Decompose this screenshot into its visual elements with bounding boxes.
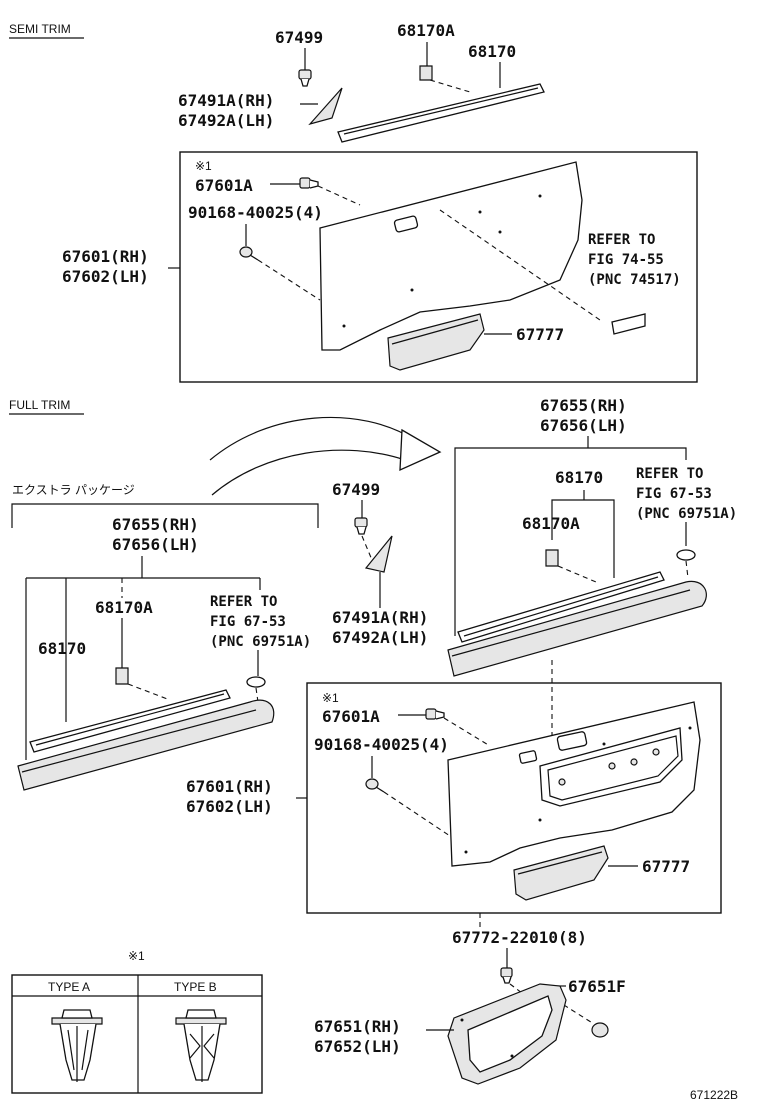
corner-piece-full — [364, 535, 393, 608]
label-67651F: 67651F — [568, 977, 626, 996]
extra-package-bracket — [11, 503, 319, 528]
moulding-68170-extra — [29, 618, 231, 753]
moulding-68170-full — [457, 549, 665, 643]
clip-type-a-icon — [51, 1009, 103, 1082]
label-67492A-top: 67492A(LH) — [178, 111, 274, 130]
label-67655-full: 67655(RH) — [540, 396, 627, 415]
door-trim-panel-full — [447, 701, 701, 867]
extra-package-label: エクストラ パッケージ — [12, 483, 135, 497]
clip-68170A-top — [419, 42, 471, 93]
label-67602-semi: 67602(LH) — [62, 267, 149, 286]
type-a-label: TYPE A — [48, 980, 90, 994]
refer-74-55-line2: FIG 74-55 — [588, 252, 664, 268]
label-90168-semi: 90168-40025(4) — [188, 203, 323, 222]
clip-67601A-full — [398, 708, 491, 747]
label-67491A-full: 67491A(RH) — [332, 608, 428, 627]
belt-moulding-67655-extra — [17, 676, 275, 791]
label-67651: 67651(RH) — [314, 1017, 401, 1036]
pocket-67777-full — [513, 845, 638, 901]
label-67656-extra: 67656(LH) — [112, 535, 199, 554]
label-67777-full: 67777 — [642, 857, 690, 876]
refer-67-53-extra-line3: (PNC 69751A) — [210, 634, 311, 650]
figure-number: 671222B — [690, 1088, 738, 1102]
label-67491A-top: 67491A(RH) — [178, 91, 274, 110]
label-67499-full: 67499 — [332, 480, 380, 499]
label-67492A-full: 67492A(LH) — [332, 628, 428, 647]
label-68170A-full: 68170A — [522, 514, 580, 533]
semi-trim-box — [179, 151, 698, 383]
refer-67-53-extra-line1: REFER TO — [210, 594, 277, 610]
lower-trim-67651 — [426, 983, 567, 1085]
leader-67655-full — [454, 436, 687, 636]
label-67601-full: 67601(RH) — [186, 777, 273, 796]
semi-trim-label: SEMI TRIM — [9, 22, 71, 36]
label-67655-extra: 67655(RH) — [112, 515, 199, 534]
screw-90168-semi — [239, 224, 321, 301]
clip-67651F — [555, 985, 609, 1038]
type-table — [11, 974, 263, 1094]
refer-67-53-full-line1: REFER TO — [636, 466, 703, 482]
note-mark-semi: ※1 — [195, 159, 212, 173]
label-68170-extra: 68170 — [38, 639, 86, 658]
screw-90168-full — [365, 756, 451, 837]
arrow-to-full-trim-moulding — [209, 416, 442, 496]
leader-68170-full — [551, 490, 615, 578]
note-mark-full: ※1 — [322, 691, 339, 705]
label-67499-top: 67499 — [275, 28, 323, 47]
label-68170-top: 68170 — [468, 42, 516, 61]
label-67652: 67652(LH) — [314, 1037, 401, 1056]
door-trim-panel-semi — [319, 161, 601, 351]
moulding-68170-top — [337, 62, 545, 143]
label-68170A-top: 68170A — [397, 21, 455, 40]
leader-67655-extra — [25, 556, 261, 760]
refer-74-55-line1: REFER TO — [588, 232, 655, 248]
clip-type-b-icon — [175, 1009, 227, 1082]
refer-67-53-full-line2: FIG 67-53 — [636, 486, 712, 502]
label-67777-semi: 67777 — [516, 325, 564, 344]
clip-67499-full — [354, 500, 373, 561]
refer-67-53-full-line3: (PNC 69751A) — [636, 506, 737, 522]
label-90168-full: 90168-40025(4) — [314, 735, 449, 754]
pocket-67777-semi — [387, 313, 512, 371]
type-b-label: TYPE B — [174, 980, 217, 994]
refer-74-55-line3: (PNC 74517) — [588, 272, 681, 288]
label-67601A-semi: 67601A — [195, 176, 253, 195]
label-67601A-full: 67601A — [322, 707, 380, 726]
full-trim-label: FULL TRIM — [9, 398, 70, 412]
label-68170-full: 68170 — [555, 468, 603, 487]
type-table-note: ※1 — [128, 949, 145, 963]
clip-67772 — [500, 948, 527, 997]
clip-67601A-semi — [270, 177, 361, 206]
label-67602-full: 67602(LH) — [186, 797, 273, 816]
pad-74517 — [611, 313, 646, 335]
label-67601-semi: 67601(RH) — [62, 247, 149, 266]
clip-67499-top — [298, 48, 312, 87]
label-68170A-extra: 68170A — [95, 598, 153, 617]
label-67772: 67772-22010(8) — [452, 928, 587, 947]
belt-moulding-67655-full — [447, 549, 707, 677]
label-67656-full: 67656(LH) — [540, 416, 627, 435]
refer-67-53-extra-line2: FIG 67-53 — [210, 614, 286, 630]
corner-piece-top — [300, 87, 343, 126]
